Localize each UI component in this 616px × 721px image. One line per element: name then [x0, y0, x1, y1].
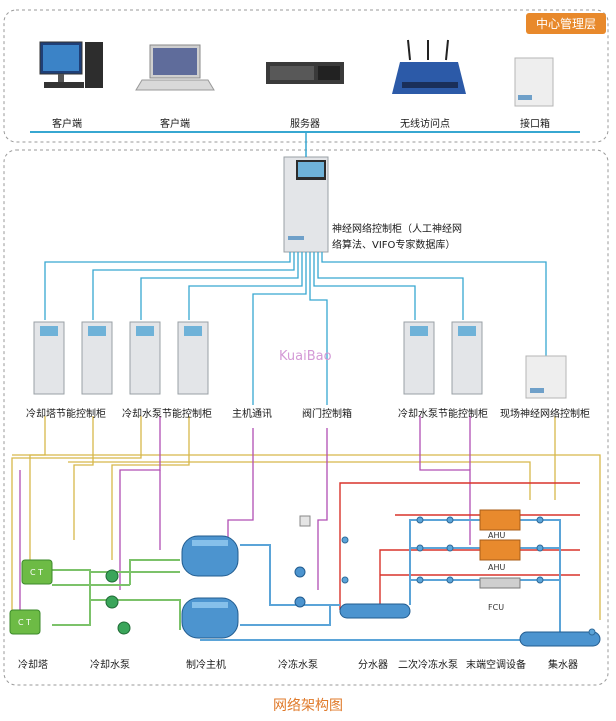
- cooling-tower-2-tag: C T: [18, 618, 32, 627]
- interface-box-icon: [514, 57, 554, 107]
- cooling-tower-2-icon: [9, 609, 41, 635]
- bottom-label-supply-header: 分水器: [358, 660, 388, 671]
- supply-header-icon: [339, 603, 411, 619]
- ahu-2-tag: AHU: [488, 563, 506, 572]
- chiller-2-icon: [181, 597, 239, 639]
- chiller-1-icon: [181, 535, 239, 577]
- wireless-access-point-icon: [392, 39, 466, 94]
- signal-lines-purple: [19, 416, 471, 620]
- bottom-label-cooling-pump: 冷却水泵: [90, 660, 130, 671]
- chilled-pump-icon: [294, 515, 311, 608]
- neural-cabinet-label-line2: 络算法、VIFO专家数据库）: [332, 240, 456, 251]
- control-network-lines: [44, 252, 547, 405]
- device-label-wireless-ap: 无线访问点: [400, 119, 450, 130]
- cabinet-label-chilled-pump: 冷却水泵节能控制柜: [398, 409, 488, 420]
- bottom-label-cooling-tower: 冷却塔: [18, 660, 48, 671]
- ahu-1-tag: AHU: [488, 531, 506, 540]
- fcu-icon: [479, 577, 521, 589]
- device-label-client-2: 客户端: [160, 119, 190, 130]
- device-label-client-1: 客户端: [52, 119, 82, 130]
- cooling-pump-cabinet-2-icon: [177, 321, 209, 395]
- signal-lines-yellow: [11, 416, 601, 620]
- neural-cabinet-label-line1: 神经网络控制柜（人工神经网: [332, 224, 462, 235]
- diagram-caption: 网络架构图: [273, 698, 343, 714]
- cooling-tower-cabinet-2-icon: [81, 321, 113, 395]
- field-neural-cabinet-icon: [525, 355, 567, 399]
- bottom-label-return-header: 集水器: [548, 660, 578, 671]
- bottom-label-secondary-pump: 二次冷冻水泵: [398, 660, 458, 671]
- valve-icon: [341, 516, 596, 636]
- neural-network-cabinet-icon: [283, 156, 329, 253]
- cooling-tower-cabinet-1-icon: [33, 321, 65, 395]
- device-label-interface-box: 接口箱: [520, 119, 550, 130]
- cabinet-label-cooling-pump: 冷却水泵节能控制柜: [122, 409, 212, 420]
- cooling-pump-cabinet-1-icon: [129, 321, 161, 395]
- cabinet-label-cooling-tower: 冷却塔节能控制柜: [26, 409, 106, 420]
- bottom-label-chiller: 制冷主机: [186, 660, 226, 671]
- cooling-pump-icon: [105, 569, 131, 635]
- ahu-2-icon: [479, 539, 521, 561]
- bottom-label-terminal-ac: 末端空调设备: [466, 660, 526, 671]
- cabinet-label-field-neural: 现场神经网络控制柜: [500, 409, 590, 420]
- device-label-server: 服务器: [290, 119, 320, 130]
- cabinet-label-chiller-comm: 主机通讯: [232, 409, 272, 420]
- return-header-icon: [519, 631, 601, 647]
- chilled-pump-cabinet-1-icon: [403, 321, 435, 395]
- fcu-tag: FCU: [488, 603, 505, 612]
- client-laptop-icon: [135, 44, 215, 91]
- client-desktop-icon: [39, 41, 103, 88]
- cabinet-label-valve-box: 阀门控制箱: [302, 409, 352, 420]
- chilled-supply-lines: [339, 482, 580, 610]
- chilled-water-lines: [200, 519, 561, 641]
- chilled-pump-cabinet-2-icon: [451, 321, 483, 395]
- cooling-water-lines: [52, 559, 181, 630]
- cooling-tower-1-icon: [21, 559, 53, 585]
- cooling-tower-1-tag: C T: [30, 568, 44, 577]
- watermark: KuaiBao: [279, 349, 332, 364]
- center-management-badge: 中心管理层: [525, 13, 606, 34]
- bottom-label-chilled-pump: 冷冻水泵: [278, 660, 318, 671]
- server-icon: [266, 62, 344, 84]
- ahu-1-icon: [479, 509, 521, 531]
